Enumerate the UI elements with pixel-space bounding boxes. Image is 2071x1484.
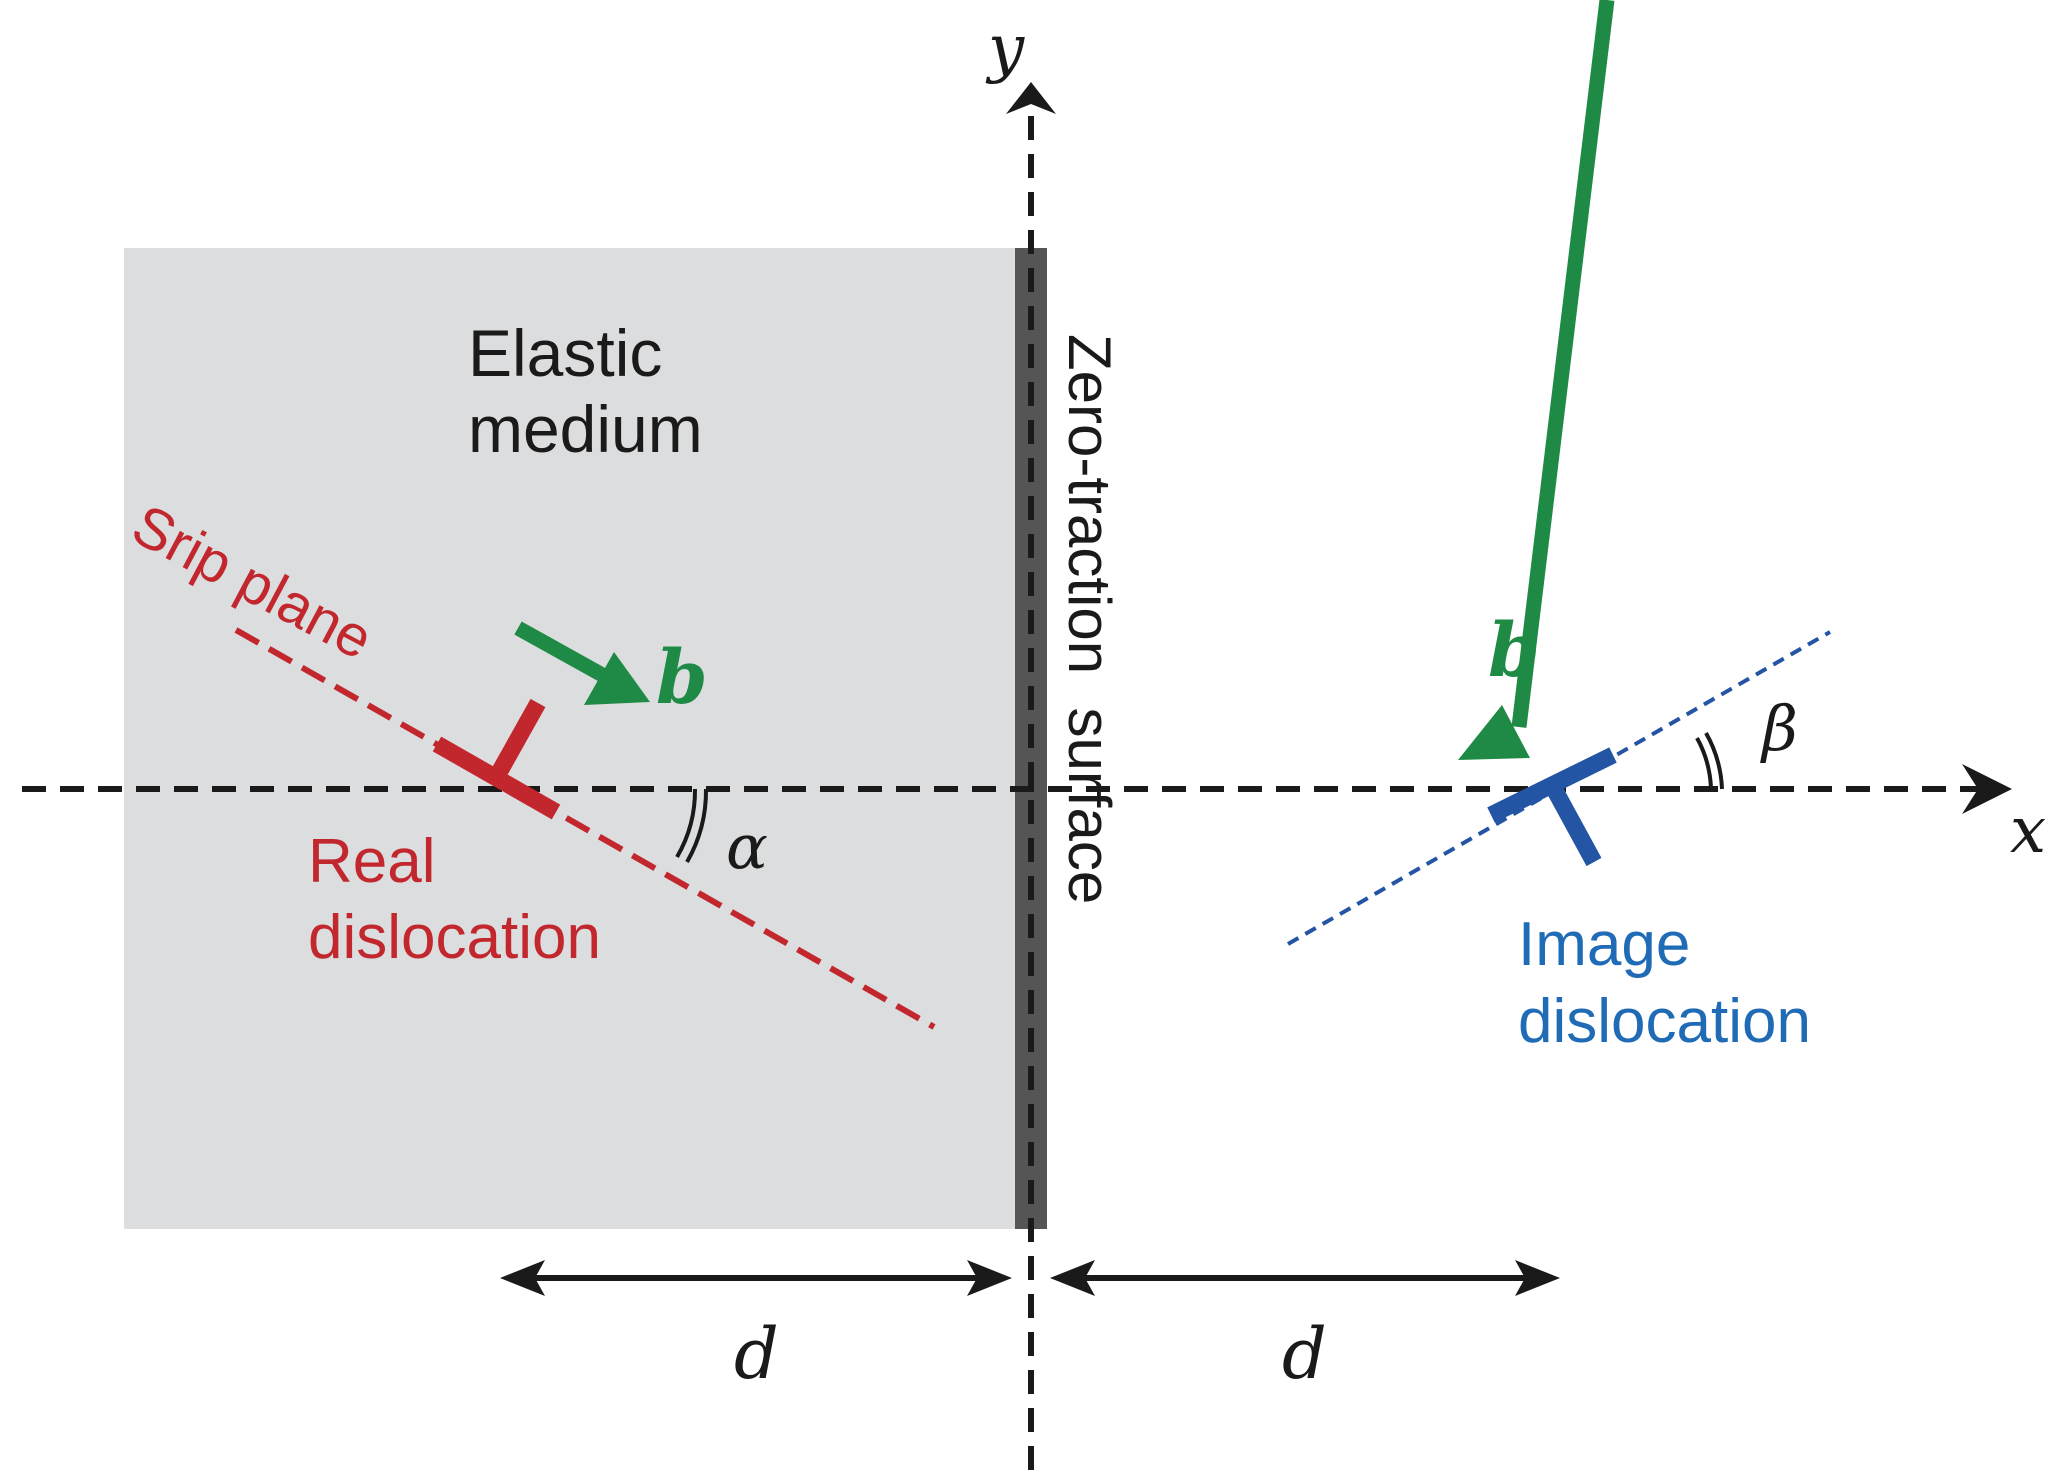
- real-dislocation-label-line1: Real: [308, 827, 436, 896]
- distance-label-right: d: [1282, 1313, 1327, 1395]
- x-axis-label: x: [2010, 794, 2046, 868]
- zero-traction-surface-label: Zero-traction surface: [1056, 334, 1123, 904]
- real-dislocation-symbol: [432, 698, 561, 820]
- distance-arrow-right-head-start: [1050, 1260, 1095, 1296]
- elastic-medium-region: [124, 248, 1032, 1229]
- image-dislocation-label-line2: dislocation: [1518, 987, 1811, 1056]
- real-dislocation-label-line2: dislocation: [308, 903, 601, 972]
- elastic-medium-label-line2: medium: [468, 392, 703, 466]
- y-axis-arrowhead: [1006, 82, 1056, 114]
- burgers-vector-label-left: b: [656, 635, 708, 721]
- distance-arrow-left-head-start: [500, 1260, 545, 1296]
- real-slip-plane: [234, 627, 936, 1030]
- burgers-arrow-right: [1458, 0, 1615, 760]
- y-axis-label: y: [985, 12, 1025, 86]
- image-slip-plane: [1287, 630, 1831, 946]
- burgers-vector-label-right: b: [1488, 608, 1540, 694]
- burgers-arrow-left: [514, 621, 650, 705]
- image-dislocation-symbol: [1487, 747, 1617, 867]
- distance-arrow-left-head-end: [967, 1260, 1012, 1296]
- beta-angle-arc: [1695, 732, 1724, 790]
- alpha-angle-arc: [675, 788, 709, 863]
- image-dislocation-label-line1: Image: [1518, 910, 1690, 979]
- distance-label-left: d: [734, 1313, 779, 1395]
- elastic-medium-label-line1: Elastic: [468, 316, 662, 390]
- alpha-label: α: [726, 810, 768, 883]
- beta-label: β: [1760, 692, 1798, 765]
- distance-arrow-right-head-end: [1515, 1260, 1560, 1296]
- x-axis-arrowhead: [1962, 764, 2012, 814]
